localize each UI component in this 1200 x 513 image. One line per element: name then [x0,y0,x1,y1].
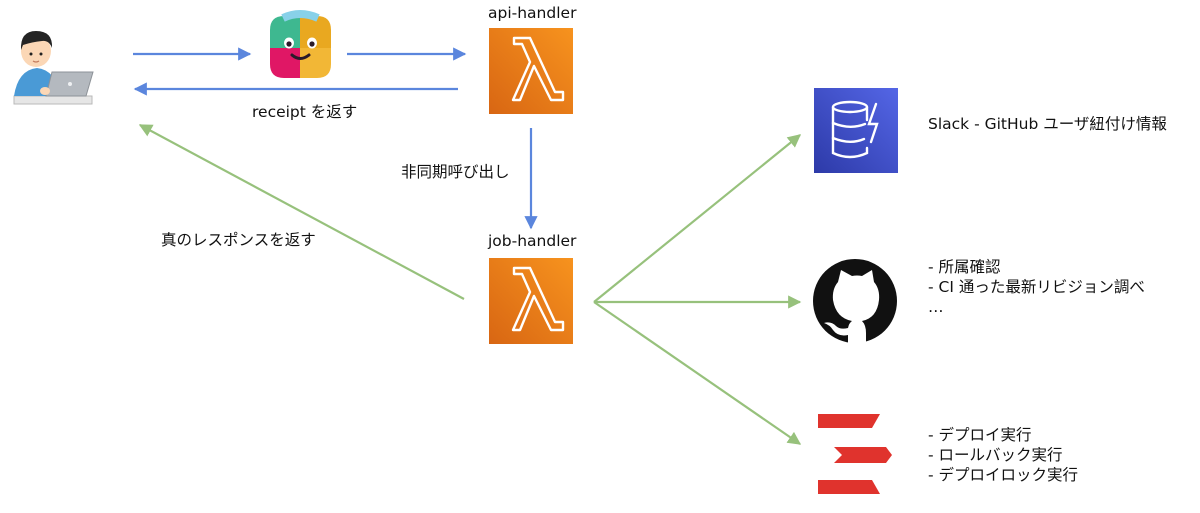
true-response-label: 真のレスポンスを返す [161,231,316,249]
receipt-return-label: receipt を返す [252,103,358,121]
arrow-to-dynamodb [593,134,802,303]
aws-dynamodb-icon [814,88,898,173]
deploy-tool-icon [818,414,892,494]
arrow-true-response [138,124,465,300]
api-handler-lambda-icon [489,28,573,114]
slack-icon [270,10,331,78]
job-handler-label: job-handler [488,232,577,250]
github-octocat-icon [813,259,897,343]
job-handler-lambda-icon [489,258,573,344]
arrow-to-deploy [593,301,802,445]
dynamodb-description: Slack - GitHub ユーザ紐付け情報 [928,115,1167,133]
api-handler-label: api-handler [488,4,577,22]
github-description: - 所属確認 - CI 通った最新リビジョン調べ … [928,258,1145,316]
user-at-laptop-icon [13,31,94,105]
deploy-description: - デプロイ実行 - ロールバック実行 - デプロイロック実行 [928,426,1079,484]
async-invoke-label: 非同期呼び出し [401,163,510,181]
